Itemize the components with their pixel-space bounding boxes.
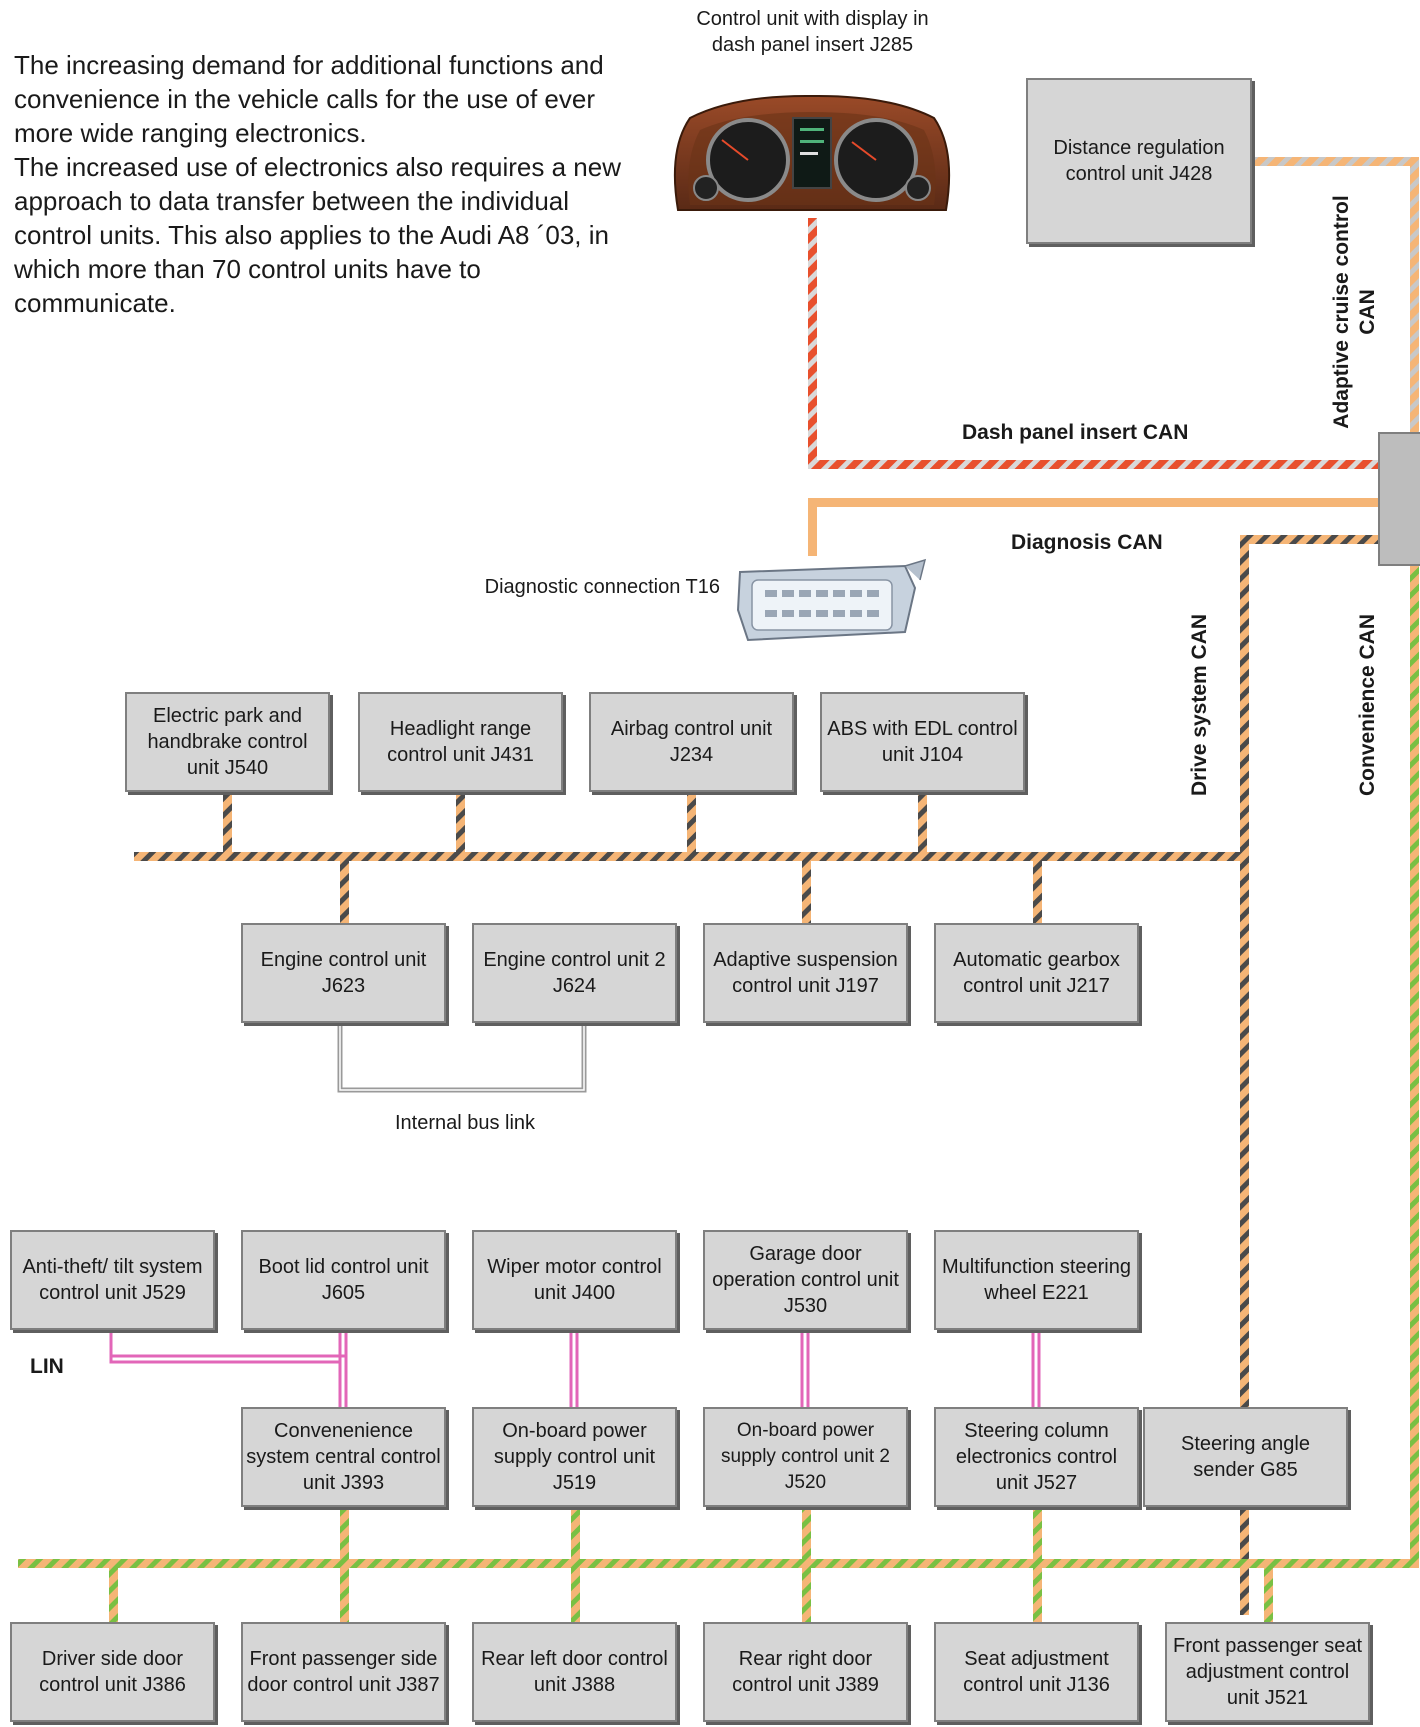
dash-panel-can-bus bbox=[808, 218, 1378, 469]
diag-connection-label: Diagnostic connection T16 bbox=[484, 576, 720, 598]
drive-system-can-label: Drive system CAN bbox=[1188, 613, 1211, 797]
unit-j623: Engine control unit J623 bbox=[241, 923, 446, 1023]
unit-j386: Driver side door control unit J386 bbox=[10, 1622, 215, 1722]
drive-system-can-bus bbox=[134, 535, 1380, 1615]
internal-bus-link bbox=[337, 1022, 587, 1093]
unit-j136: Seat adjustment control unit J136 bbox=[934, 1622, 1139, 1722]
lin-label: LIN bbox=[30, 1355, 64, 1378]
unit-j387: Front passenger side door control unit J… bbox=[241, 1622, 446, 1722]
unit-j428: Distance regulation control unit J428 bbox=[1026, 78, 1252, 244]
lin-bus bbox=[109, 1331, 1041, 1408]
unit-j520: On-board power supply control unit 2 J52… bbox=[703, 1407, 908, 1507]
intro-paragraph-1: The increasing demand for additional fun… bbox=[14, 50, 604, 148]
unit-j217: Automatic gearbox control unit J217 bbox=[934, 923, 1139, 1023]
unit-j393: Convenenience system central control uni… bbox=[241, 1407, 446, 1507]
unit-j400: Wiper motor control unit J400 bbox=[472, 1230, 677, 1330]
unit-j529: Anti-theft/ tilt system control unit J52… bbox=[10, 1230, 215, 1330]
dash-panel-can-label: Dash panel insert CAN bbox=[962, 421, 1189, 444]
unit-j527: Steering column electronics control unit… bbox=[934, 1407, 1139, 1507]
unit-j624: Engine control unit 2 J624 bbox=[472, 923, 677, 1023]
diagnostic-connector-image bbox=[736, 558, 927, 642]
acc-can-bus bbox=[1252, 157, 1419, 437]
convenience-can-label: Convenience CAN bbox=[1356, 613, 1379, 797]
diagnosis-can-label: Diagnosis CAN bbox=[1011, 531, 1163, 554]
unit-j388: Rear left door control unit J388 bbox=[472, 1622, 677, 1722]
unit-j521: Front passenger seat adjustment control … bbox=[1165, 1622, 1370, 1722]
unit-j234: Airbag control unit J234 bbox=[589, 692, 794, 792]
intro-text: The increasing demand for additional fun… bbox=[14, 48, 634, 320]
unit-j104: ABS with EDL control unit J104 bbox=[820, 692, 1025, 792]
internal-link-label: Internal bus link bbox=[394, 1112, 536, 1134]
unit-j519: On-board power supply control unit J519 bbox=[472, 1407, 677, 1507]
intro-paragraph-2: The increased use of electronics also re… bbox=[14, 152, 621, 318]
unit-j540: Electric park and handbrake control unit… bbox=[125, 692, 330, 792]
convenience-can-bus bbox=[18, 565, 1419, 1623]
acc-can-label: Adaptive cruise control CAN bbox=[1330, 195, 1379, 429]
unit-j530: Garage door operation control unit J530 bbox=[703, 1230, 908, 1330]
gateway-control-unit bbox=[1378, 432, 1420, 566]
unit-j197: Adaptive suspension control unit J197 bbox=[703, 923, 908, 1023]
unit-j389: Rear right door control unit J389 bbox=[703, 1622, 908, 1722]
unit-e221: Multifunction steering wheel E221 bbox=[934, 1230, 1139, 1330]
instrument-cluster-image bbox=[673, 94, 951, 211]
unit-j605: Boot lid control unit J605 bbox=[241, 1230, 446, 1330]
unit-j431: Headlight range control unit J431 bbox=[358, 692, 563, 792]
unit-g85: Steering angle sender G85 bbox=[1143, 1407, 1348, 1507]
diagnosis-can-bus bbox=[808, 498, 1378, 556]
dash-unit-label: Control unit with display in dash panel … bbox=[696, 8, 929, 56]
